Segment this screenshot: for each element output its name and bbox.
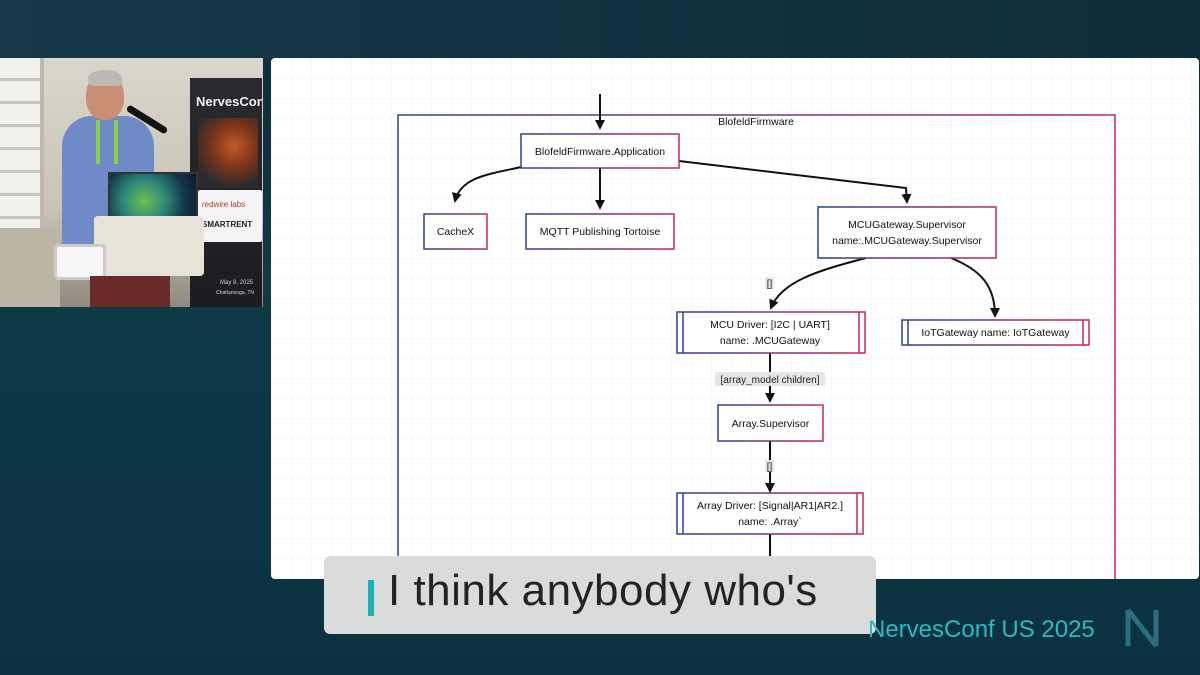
conference-label: NervesConf US 2025 <box>868 616 1095 643</box>
node-mcu-driver-line2: name: .MCUGateway <box>720 335 821 347</box>
node-array-supervisor[interactable]: Array.Supervisor <box>717 404 824 442</box>
speaker-video: NervesConf redwire labs SMARTRENT May 8,… <box>0 58 263 307</box>
sponsor-redwire: redwire labs <box>202 200 246 209</box>
node-mcu-supervisor-line1: MCUGateway.Supervisor <box>848 219 966 231</box>
window-blinds <box>0 58 44 228</box>
node-mcu-driver-line1: MCU Driver: [I2C | UART] <box>710 319 830 331</box>
edge-label-1: [] <box>767 279 773 290</box>
edge-app-cachex <box>452 165 527 203</box>
node-application-label: BlofeldFirmware.Application <box>535 146 665 158</box>
node-mcu-driver[interactable]: MCU Driver: [I2C | UART] name: .MCUGatew… <box>676 311 866 354</box>
node-array-driver[interactable]: Array Driver: [Signal|AR1|AR2.] name: .A… <box>676 492 864 535</box>
lanyard <box>96 120 118 164</box>
node-iot-gateway-label: IoTGateway name: IoTGateway <box>921 327 1070 339</box>
edge-supervisor-iot-gateway <box>950 257 1000 318</box>
node-mcu-supervisor[interactable]: MCUGateway.Supervisor name:.MCUGateway.S… <box>817 206 997 259</box>
edge-label-bg-3 <box>765 460 774 472</box>
supervision-tree-diagram: BlofeldFirmware [] [array_model children… <box>397 94 1116 579</box>
edge-supervisor-mcu-driver <box>769 257 867 310</box>
boundary-box <box>397 114 1116 579</box>
banner-title: NervesConf <box>196 94 262 109</box>
node-cachex-label: CacheX <box>437 226 474 238</box>
sponsor-smartrent: SMARTRENT <box>202 220 253 229</box>
node-array-supervisor-label: Array.Supervisor <box>732 418 810 430</box>
edge-label-3: [] <box>767 462 773 473</box>
node-array-driver-line1: Array Driver: [Signal|AR1|AR2.] <box>697 500 843 512</box>
edge-app-mcu-supervisor <box>678 160 912 204</box>
node-mqtt-label: MQTT Publishing Tortoise <box>540 226 661 238</box>
node-mcu-supervisor-line2: name:.MCUGateway.Supervisor <box>832 235 982 247</box>
boundary-label: BlofeldFirmware <box>718 116 794 128</box>
caption-cursor-bar <box>368 580 374 616</box>
banner-location: Chattanooga, TN <box>216 290 254 296</box>
top-bar <box>0 0 1200 58</box>
node-iot-gateway[interactable]: IoTGateway name: IoTGateway <box>901 319 1090 346</box>
podium <box>94 216 204 276</box>
edge-label-2: [array_model children] <box>721 375 820 386</box>
edge-label-bg-2 <box>715 372 825 386</box>
sponsor-box: redwire labs SMARTRENT <box>198 190 262 242</box>
speaker-hair <box>88 70 122 86</box>
edge-label-bg-1 <box>765 277 774 289</box>
shelf <box>0 228 60 307</box>
banner-graphic <box>198 118 258 188</box>
caption-box: I think anybody who's <box>324 556 876 634</box>
node-array-driver-line2: name: .Array` <box>738 516 802 528</box>
caption-text: I think anybody who's <box>388 566 818 615</box>
node-mqtt[interactable]: MQTT Publishing Tortoise <box>525 213 675 250</box>
presentation-slide: BlofeldFirmware [] [array_model children… <box>271 58 1199 579</box>
device <box>54 244 106 280</box>
banner-date: May 8, 2025 <box>220 280 254 286</box>
node-application[interactable]: BlofeldFirmware.Application <box>520 133 680 169</box>
speaker-legs <box>90 276 170 307</box>
nerves-logo-icon <box>1125 608 1159 648</box>
node-cachex[interactable]: CacheX <box>423 213 488 250</box>
